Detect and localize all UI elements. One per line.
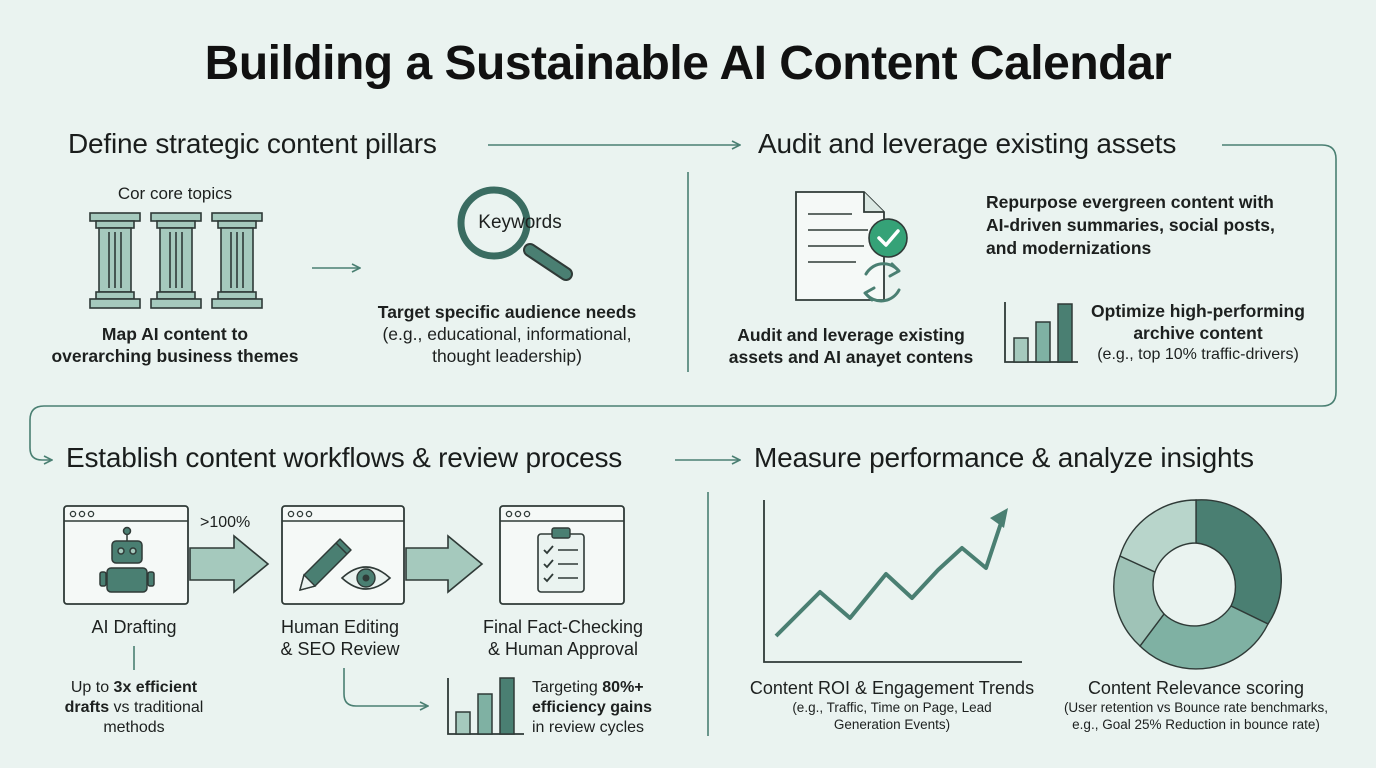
target-caption: Target specific audience needs (e.g., ed…	[352, 301, 662, 367]
pillar-icon	[89, 212, 141, 309]
donut-chart-icon	[1113, 499, 1282, 670]
step-final-checking-line-1: Final Fact-Checking	[482, 617, 644, 637]
roi-sub-2: Generation Events)	[833, 717, 951, 732]
optimize-line-3: (e.g., top 10% traffic-drivers)	[1097, 346, 1299, 363]
relevance-sub-2: e.g., Goal 25% Reduction in bounce rate)	[1072, 717, 1320, 732]
eye-icon	[340, 566, 392, 590]
efficient-rest-2: methods	[103, 719, 165, 736]
efficient-bold-2: drafts	[64, 699, 110, 716]
target-caption-line-2: (e.g., educational, informational,	[382, 324, 632, 344]
targeting-bold-2: efficiency gains	[532, 699, 653, 716]
arrow-label: >100%	[200, 514, 251, 531]
pillar-icon	[150, 212, 202, 309]
pillars-label: Cor core topics	[117, 184, 233, 203]
doc-caption-line-2: assets and AI anayet contens	[728, 347, 974, 367]
refresh-icon	[863, 262, 901, 303]
target-caption-line-3: thought leadership)	[432, 346, 582, 366]
pillars-caption: Map AI content to overarching business t…	[40, 323, 310, 367]
step-human-editing-line-1: Human Editing	[280, 617, 400, 637]
repurpose-text: Repurpose evergreen content with AI-driv…	[986, 191, 1326, 260]
heading-workflow: Establish content workflows & review pro…	[66, 442, 623, 473]
roi-sub-1: (e.g., Traffic, Time on Page, Lead	[792, 700, 992, 715]
step-final-checking: Final Fact-Checking & Human Approval	[456, 616, 670, 660]
bar-chart-icon	[447, 677, 524, 735]
targeting-note: Targeting 80%+ efficiency gains in revie…	[532, 678, 692, 738]
checkmark-icon	[868, 218, 908, 258]
pencil-icon	[299, 538, 352, 591]
efficient-rest-1: vs traditional	[109, 699, 204, 716]
bar-chart-icon	[1004, 302, 1078, 363]
step-ai-drafting: AI Drafting	[91, 617, 177, 637]
targeting-prefix: Targeting	[532, 679, 603, 696]
target-caption-line-1: Target specific audience needs	[377, 302, 637, 322]
optimize-line-2: archive content	[1133, 323, 1263, 343]
row-wrap-connector	[29, 144, 1337, 460]
relevance-caption: Content Relevance scoring (User retentio…	[1036, 677, 1356, 733]
targeting-bold-1: 80%+	[602, 679, 644, 696]
repurpose-line-1: Repurpose evergreen content with	[986, 192, 1274, 212]
arrow-icon	[405, 534, 484, 594]
heading-measure: Measure performance & analyze insights	[754, 442, 1254, 473]
efficient-bold-1: 3x efficient	[113, 679, 198, 696]
relevance-title: Content Relevance scoring	[1087, 678, 1305, 698]
arrow-icon	[189, 534, 270, 594]
page-title: Building a Sustainable AI Content Calend…	[204, 37, 1172, 90]
pillars-caption-line-2: overarching business themes	[51, 346, 299, 366]
relevance-sub-1: (User retention vs Bounce rate benchmark…	[1063, 700, 1329, 715]
keywords-label: Keywords	[478, 212, 562, 233]
line-chart-icon	[763, 500, 1022, 663]
magnifier-icon	[457, 186, 573, 281]
step-human-editing: Human Editing & SEO Review	[248, 616, 432, 660]
efficient-prefix: Up to	[70, 679, 114, 696]
pillar-icon	[211, 212, 263, 309]
optimize-line-1: Optimize high-performing	[1091, 301, 1305, 321]
robot-icon	[99, 526, 155, 593]
doc-caption-line-1: Audit and leverage existing	[737, 325, 965, 345]
step-final-checking-line-2: & Human Approval	[487, 639, 639, 659]
repurpose-line-2: AI-driven summaries, social posts,	[986, 215, 1275, 235]
heading-pillars: Define strategic content pillars	[68, 128, 437, 159]
roi-caption: Content ROI & Engagement Trends (e.g., T…	[732, 677, 1052, 733]
doc-caption: Audit and leverage existing assets and A…	[716, 324, 986, 368]
optimize-text: Optimize high-performing archive content…	[1082, 300, 1314, 366]
targeting-rest: in review cycles	[532, 719, 645, 736]
editing-to-targeting-connector	[343, 668, 428, 706]
efficient-note: Up to 3x efficient drafts vs traditional…	[44, 678, 224, 738]
step-human-editing-line-2: & SEO Review	[280, 639, 400, 659]
repurpose-line-3: and modernizations	[986, 238, 1152, 258]
clipboard-icon	[537, 527, 585, 593]
roi-title: Content ROI & Engagement Trends	[749, 678, 1035, 698]
pillars-caption-line-1: Map AI content to	[101, 324, 249, 344]
heading-audit: Audit and leverage existing assets	[758, 128, 1177, 159]
